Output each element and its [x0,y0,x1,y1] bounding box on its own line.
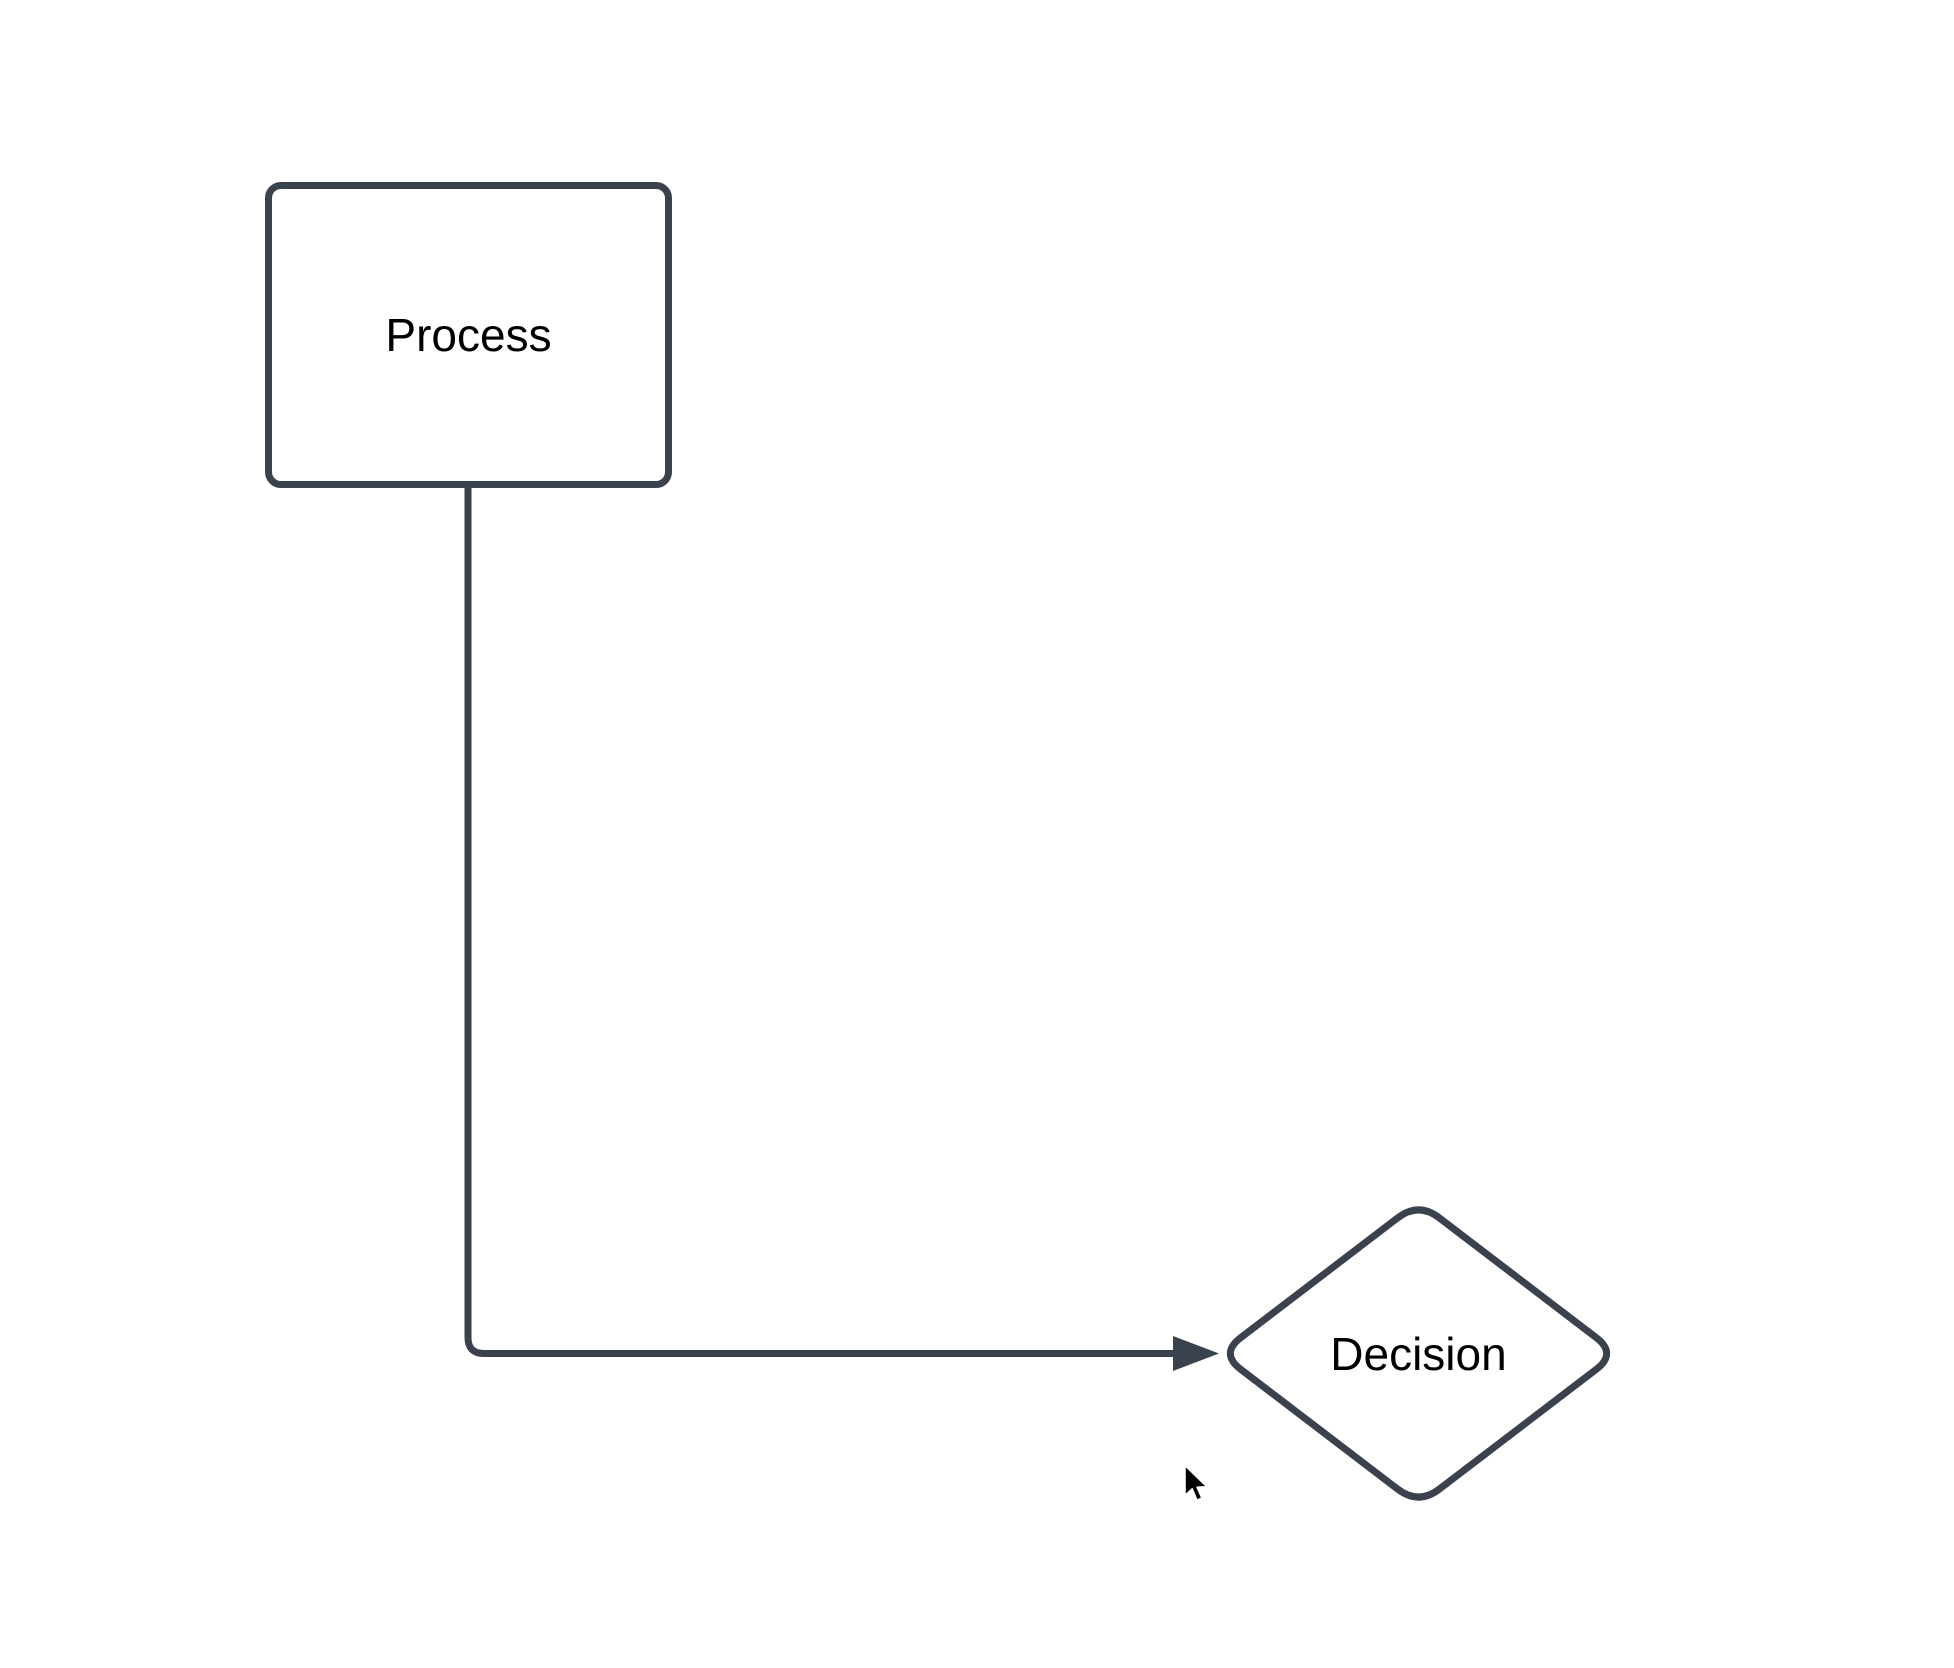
edge-path[interactable] [464,486,1176,1357]
process-node-label: Process [385,309,552,361]
edge-process-to-decision[interactable] [464,486,1219,1371]
decision-node[interactable] [1226,1206,1611,1501]
process-node[interactable]: Process [265,182,672,488]
mouse-cursor [1184,1464,1208,1501]
edge-arrowhead-icon [1173,1336,1219,1371]
